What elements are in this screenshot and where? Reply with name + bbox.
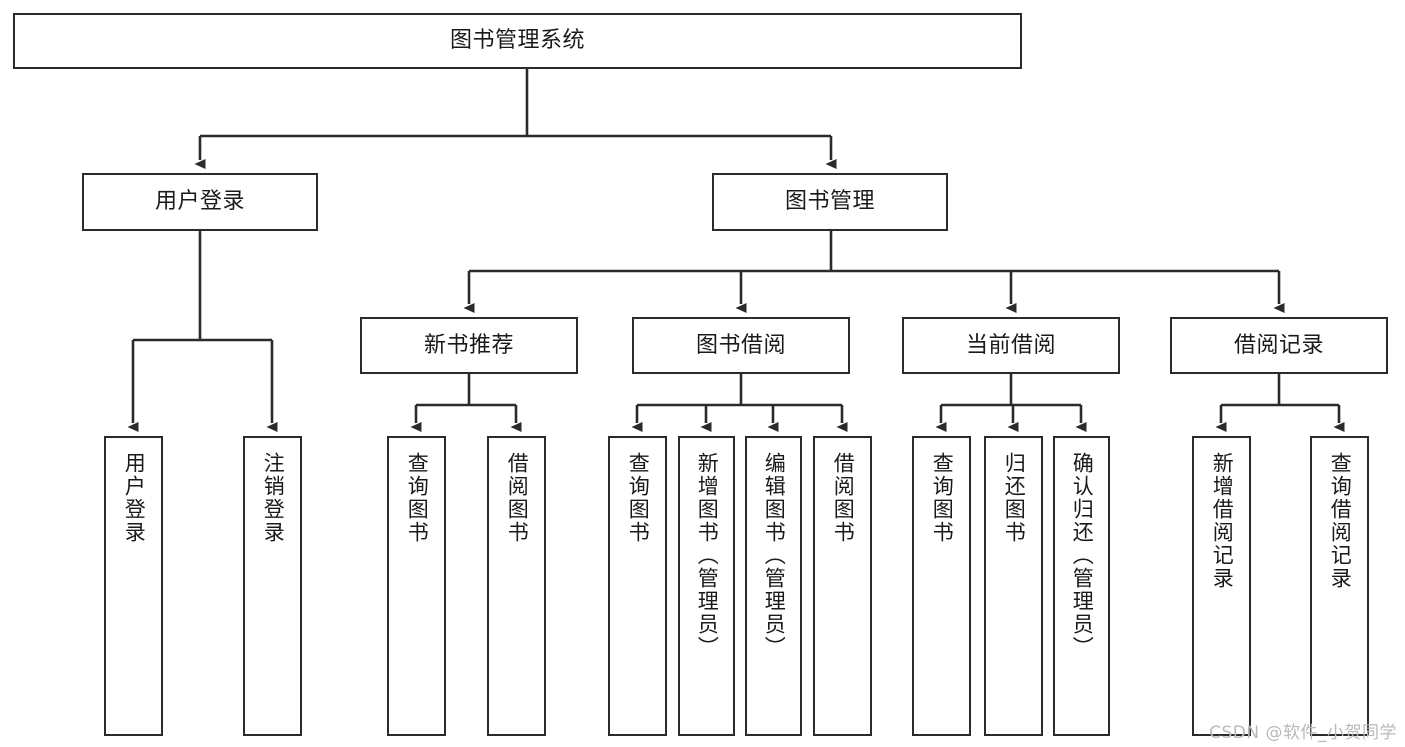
node-label: 用户登录 (154, 189, 245, 215)
node-label: 借阅图书 (505, 452, 530, 544)
node-borrow-record[interactable]: 借阅记录 (1170, 317, 1388, 374)
node-label: 编辑图书（管理员） (762, 452, 787, 659)
node-user-login[interactable]: 用户登录 (82, 173, 318, 231)
node-leaf-edit-book-admin[interactable]: 编辑图书（管理员） (745, 436, 802, 736)
node-leaf-query-borrow-record[interactable]: 查询借阅记录 (1310, 436, 1369, 736)
node-label: 查询图书 (405, 452, 430, 544)
node-label: 确认归还（管理员） (1070, 452, 1095, 659)
edge-book-borrow-to-leaves (631, 374, 848, 432)
node-leaf-query-book-current[interactable]: 查询图书 (912, 436, 971, 736)
node-leaf-query-book-recommend[interactable]: 查询图书 (387, 436, 446, 736)
node-label: 新书推荐 (423, 332, 514, 358)
node-label: 图书管理系统 (449, 28, 585, 54)
node-book-borrow[interactable]: 图书借阅 (632, 317, 850, 374)
node-leaf-query-book-borrow[interactable]: 查询图书 (608, 436, 667, 736)
node-label: 图书借阅 (695, 332, 786, 358)
node-new-book-recommend[interactable]: 新书推荐 (360, 317, 578, 374)
node-leaf-borrow-book-recommend[interactable]: 借阅图书 (487, 436, 546, 736)
watermark-csdn: CSDN @软件_小贺同学 (1209, 723, 1397, 743)
node-book-manage[interactable]: 图书管理 (712, 173, 948, 231)
node-leaf-user-login[interactable]: 用户登录 (104, 436, 163, 736)
node-label: 图书管理 (784, 189, 875, 215)
edge-book-manage-to-level3 (463, 231, 1285, 313)
node-label: 查询图书 (626, 452, 651, 544)
node-leaf-borrow-book[interactable]: 借阅图书 (813, 436, 872, 736)
node-label: 新增图书（管理员） (695, 452, 720, 659)
node-leaf-confirm-return-admin[interactable]: 确认归还（管理员） (1053, 436, 1110, 736)
node-label: 借阅记录 (1233, 332, 1324, 358)
edge-current-borrow-to-leaves (935, 374, 1087, 432)
node-label: 用户登录 (122, 452, 147, 544)
node-label: 查询图书 (930, 452, 955, 544)
node-label: 新增借阅记录 (1210, 452, 1235, 590)
node-label: 归还图书 (1002, 452, 1027, 544)
node-current-borrow[interactable]: 当前借阅 (902, 317, 1120, 374)
node-label: 查询借阅记录 (1328, 452, 1353, 590)
node-label: 注销登录 (261, 452, 286, 544)
node-leaf-user-logout[interactable]: 注销登录 (243, 436, 302, 736)
edge-borrow-record-to-leaves (1215, 374, 1345, 432)
node-leaf-return-book[interactable]: 归还图书 (984, 436, 1043, 736)
edge-root-to-level2 (194, 69, 837, 169)
node-label: 借阅图书 (831, 452, 856, 544)
edge-user-login-to-leaves (127, 231, 278, 432)
node-leaf-add-borrow-record[interactable]: 新增借阅记录 (1192, 436, 1251, 736)
node-leaf-add-book-admin[interactable]: 新增图书（管理员） (678, 436, 735, 736)
node-label: 当前借阅 (965, 332, 1056, 358)
node-root-system[interactable]: 图书管理系统 (13, 13, 1022, 69)
edge-new-book-rec-to-leaves (410, 374, 522, 432)
